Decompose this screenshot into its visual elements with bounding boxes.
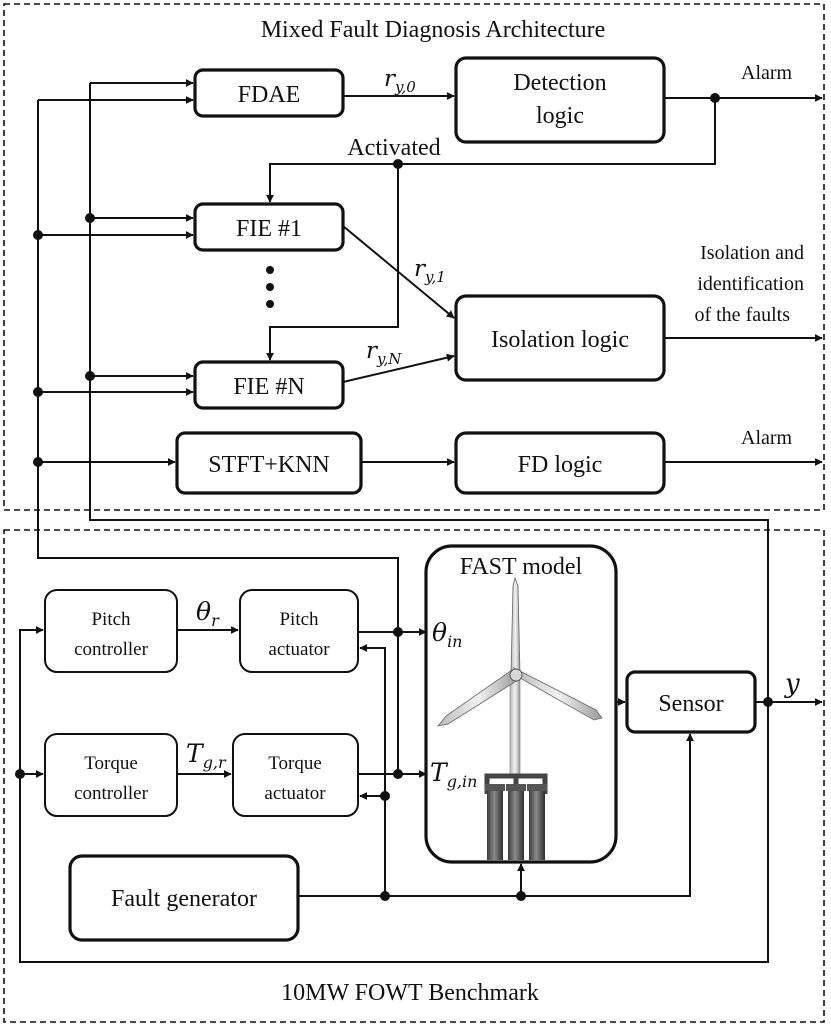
feedback-junction-dot (15, 769, 25, 779)
stft-knn-label: STFT+KNN (208, 452, 330, 478)
r-yn-arrow (342, 353, 455, 383)
sensor-label: Sensor (658, 691, 723, 717)
r-y1-arrow (342, 225, 455, 319)
detection-logic-block (454, 56, 666, 144)
ellipsis-dot (266, 300, 274, 308)
fault-to-pitch-actuator-line (359, 644, 386, 896)
fie-1-label: FIE #1 (236, 216, 302, 242)
activation-line-n (266, 164, 399, 361)
pitch-controller-label-line1: Pitch (91, 609, 131, 630)
isolation-logic-label: Isolation logic (491, 327, 629, 353)
alarm-top-label: Alarm (741, 62, 793, 84)
activation-line (266, 98, 716, 203)
pitch-actuator-label-line1: Pitch (279, 609, 319, 630)
y-label: y (784, 669, 800, 699)
fdae-label: FDAE (238, 82, 301, 108)
fast-model-block (424, 544, 618, 864)
theta-r-label: θr (196, 597, 220, 630)
r-y1-label: ry,1 (414, 256, 446, 286)
detection-logic-label-line1: Detection (513, 70, 606, 96)
tg-r-label: Tg,r (186, 739, 227, 772)
fault-fast-junction-dot (516, 891, 526, 901)
ellipsis-dot (266, 266, 274, 274)
fie-n-label: FIE #N (233, 374, 304, 400)
fault-main-junction-dot (380, 891, 390, 901)
theta-in-label: θin (432, 618, 462, 651)
tg-in-junction-dot (393, 769, 403, 779)
detection-logic-label-line2: logic (536, 103, 584, 129)
theta-in-junction-dot (393, 627, 403, 637)
torque-controller-label-line2: controller (74, 783, 149, 804)
r-yn-label: ry,N (366, 338, 402, 368)
pitch-actuator-label-line2: actuator (268, 639, 330, 660)
fault-generator-block (68, 854, 300, 942)
activated-label: Activated (347, 135, 440, 161)
fdae-block (193, 68, 345, 118)
fie-n-block (193, 360, 345, 410)
torque-controller-label-line1: Torque (84, 753, 138, 774)
pitch-controller-label-line2: controller (74, 639, 149, 660)
fault-actuator-junction-dot (380, 791, 390, 801)
isolation-output-label-line3: of the faults (694, 304, 790, 326)
tg-in-label: Tg,in (430, 758, 477, 791)
ellipsis-dot (266, 283, 274, 291)
diagnosis-architecture-region (3, 3, 825, 511)
y-feedback-line (19, 626, 769, 963)
isolation-output-label-line2: identification (697, 273, 804, 295)
fault-to-sensor-line (298, 733, 694, 897)
fast-model-label: FAST model (460, 554, 583, 580)
floating-wind-turbine-icon (437, 576, 603, 860)
input-bus-lines (37, 79, 769, 702)
architecture-title: Mixed Fault Diagnosis Architecture (261, 17, 606, 43)
torque-actuator-label-line1: Torque (268, 753, 322, 774)
fault-generator-label: Fault generator (111, 886, 257, 912)
isolation-output-label-line1: Isolation and (700, 242, 804, 264)
torque-actuator-label-line2: actuator (264, 783, 326, 804)
benchmark-title: 10MW FOWT Benchmark (281, 980, 539, 1006)
fowt-benchmark-region (3, 529, 825, 1023)
alarm-bottom-label: Alarm (741, 427, 793, 449)
bus-junction-dots (33, 213, 95, 467)
r-y0-label: ry,0 (384, 66, 416, 96)
fd-logic-label: FD logic (518, 452, 603, 478)
